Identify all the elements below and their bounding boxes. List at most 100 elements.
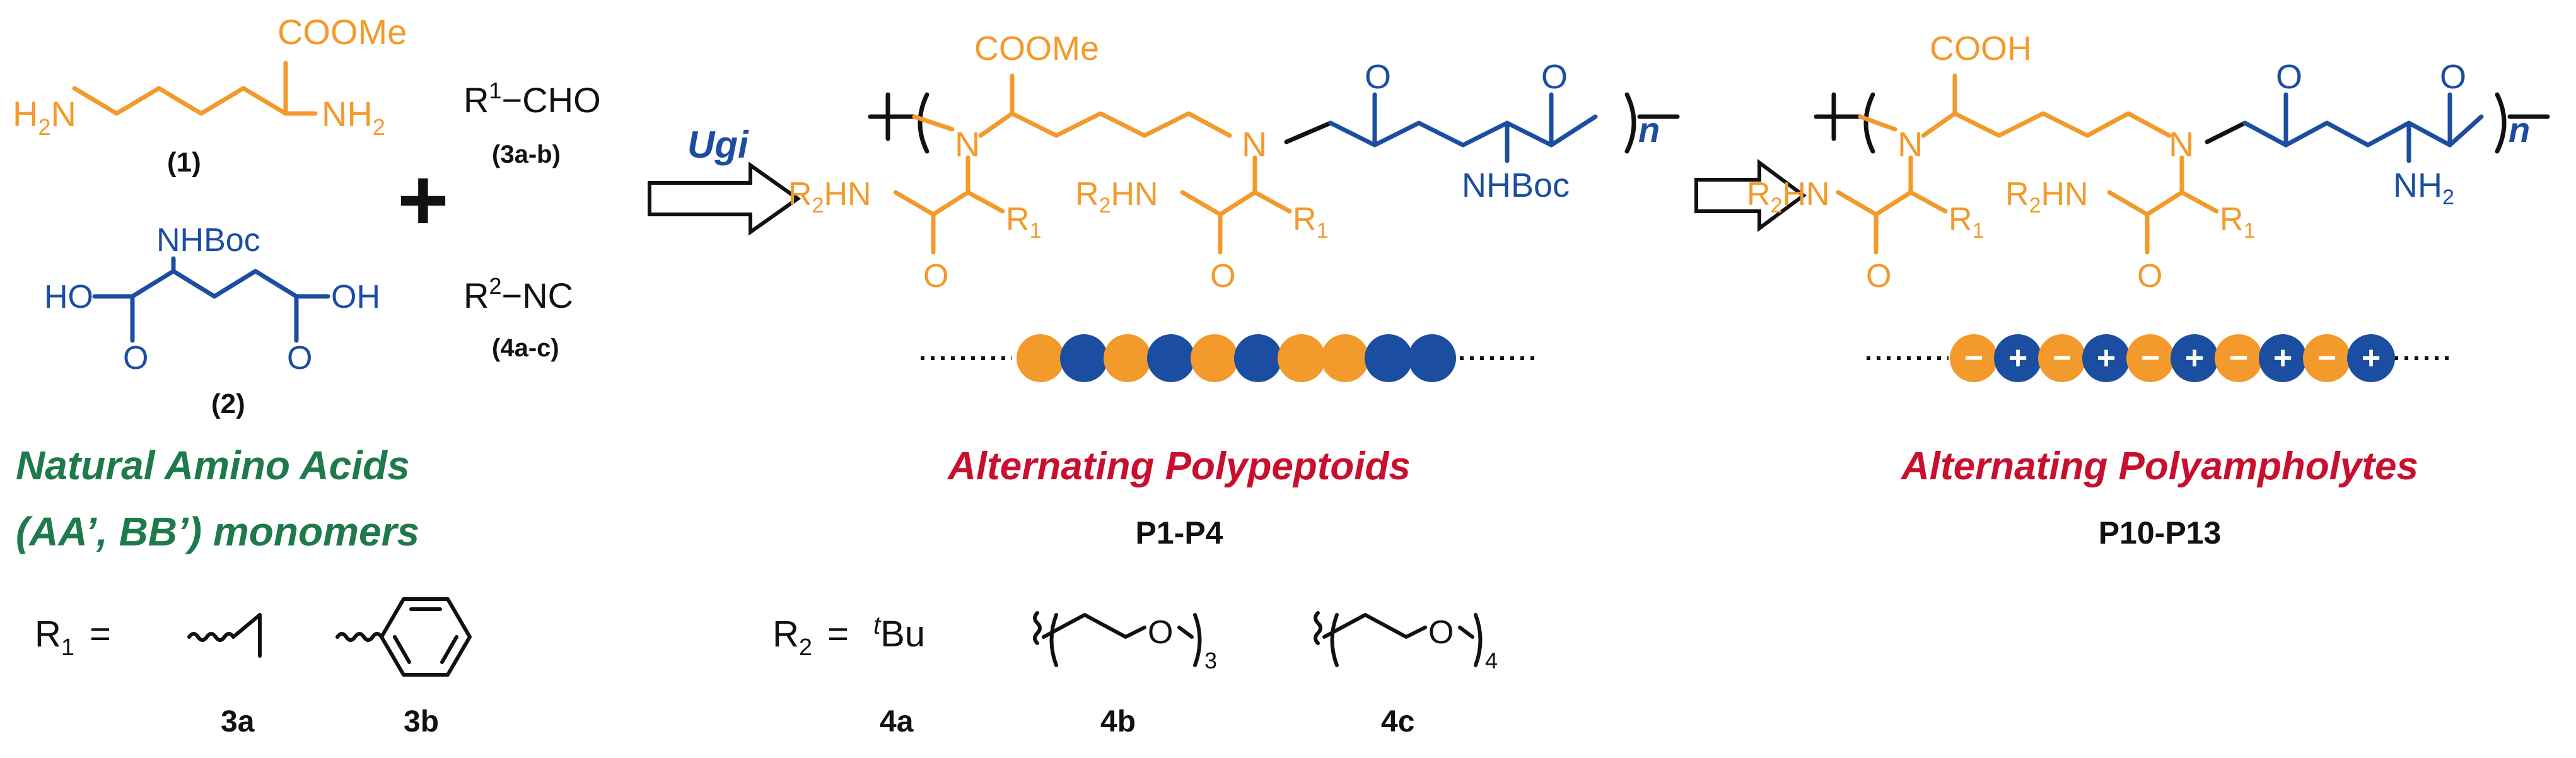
r1-3a-wavy-bond bbox=[187, 632, 235, 642]
r2-4b-o-bond bbox=[1177, 626, 1194, 639]
polymer-1-r1-a-bond bbox=[965, 190, 1005, 214]
polymer-1-o3: O bbox=[923, 258, 948, 294]
polymer-1-bracket-left bbox=[918, 92, 930, 154]
polymer-2-acid: COOH bbox=[1930, 30, 2032, 67]
r2-4c-repeat: 4 bbox=[1485, 648, 1498, 673]
bead-chain-1-beads bbox=[1017, 334, 1456, 382]
isocyanide-label: (4a-c) bbox=[492, 334, 559, 362]
chain-2-bead-charge: − bbox=[2053, 340, 2072, 376]
polymer-2-bracket-right bbox=[2495, 92, 2507, 154]
chain-1-bead-orange bbox=[1321, 334, 1369, 382]
isocyanide-formula: R2−NC bbox=[463, 273, 573, 315]
chain-1-bead-blue bbox=[1147, 334, 1195, 382]
monomer-1-right-amine: NH2 bbox=[322, 94, 385, 140]
polymer-2-o1: O bbox=[2276, 58, 2302, 96]
ugi-arrow bbox=[648, 161, 801, 236]
chain-2-bead-blue bbox=[2171, 334, 2218, 382]
polymer-2-r1-a: R1 bbox=[1949, 201, 1984, 243]
chain-2-bead-charge: + bbox=[2185, 340, 2204, 376]
chain-1-bead-orange bbox=[1278, 334, 1326, 382]
chain-2-bead-charge: + bbox=[2097, 340, 2116, 376]
polymer-1-bracket-right bbox=[1624, 92, 1636, 154]
polymer-1-amide-link bbox=[1284, 120, 1333, 144]
chain-1-bead-blue bbox=[1365, 334, 1413, 382]
polymer-2-r1-a-bond bbox=[1908, 190, 1948, 214]
polymer-1-ester: COOMe bbox=[974, 30, 1099, 67]
r1-3a-label: 3a bbox=[221, 705, 255, 738]
r2-4a-label: 4a bbox=[880, 705, 914, 738]
polymer-2-backbone-blue bbox=[2242, 114, 2484, 148]
monomer-1-label: (1) bbox=[167, 147, 201, 178]
polymer-1-r1-b-bond bbox=[1252, 190, 1292, 214]
chain-2-bead-charge: + bbox=[2362, 340, 2381, 376]
chain-2-bead-orange bbox=[1950, 334, 1998, 382]
chain-2-bead-charge: − bbox=[2317, 340, 2336, 376]
polymer-2-r2hn-b: R2HN bbox=[2005, 176, 2089, 218]
r2-4b-wavy-bond bbox=[1033, 611, 1042, 645]
polymer-1-backbone-orange bbox=[978, 111, 1232, 138]
polymer-2-side-b bbox=[2107, 190, 2184, 217]
ugi-label: Ugi bbox=[687, 124, 749, 166]
plus-sign: + bbox=[397, 150, 449, 249]
r2-4c-oxygen: O bbox=[1428, 614, 1454, 651]
polymer-1-r2hn-a: R2HN bbox=[788, 176, 871, 218]
r2-4c-peg bbox=[1314, 611, 1483, 667]
chain-2-bead-blue bbox=[2082, 334, 2130, 382]
r1-3b-label: 3b bbox=[404, 705, 439, 738]
chain-2-bead-charge: − bbox=[2141, 340, 2160, 376]
monomer-2-nhboc: NHBoc bbox=[156, 222, 260, 259]
aldehyde-label: (3a-b) bbox=[492, 141, 561, 168]
bead-chain-2-beads: −+−+−+−+−+ bbox=[1950, 334, 2395, 382]
r1-3b-wavy-bond bbox=[335, 632, 383, 642]
polymer-2-code: P10-P13 bbox=[2099, 515, 2222, 551]
polymer-1-nhboc: NHBoc bbox=[1462, 166, 1570, 204]
polymer-1-title: Alternating Polypeptoids bbox=[947, 445, 1411, 488]
monomer-2-bond-a bbox=[130, 269, 176, 299]
polymer-2-bond-1 bbox=[1858, 114, 1897, 132]
polymer-2-amide-link bbox=[2205, 120, 2247, 144]
bead-chain-1 bbox=[921, 334, 1536, 382]
polymer-2-o3: O bbox=[1866, 258, 1891, 294]
monomer-1-left-amine: H2N bbox=[13, 94, 76, 140]
bead-chain-2: −+−+−+−+−+ bbox=[1867, 334, 2453, 382]
chain-1-bead-orange bbox=[1191, 334, 1238, 382]
r1-3b-double-2 bbox=[440, 635, 458, 664]
monomer-1 bbox=[72, 61, 318, 116]
polymer-2-n-index: n bbox=[2509, 110, 2530, 149]
monomer-caption-line2: (AA’, BB’) monomers bbox=[16, 509, 419, 554]
r1-3a-isopropyl bbox=[187, 613, 262, 658]
polymer-2-title: Alternating Polyampholytes bbox=[1900, 445, 2418, 488]
polymer-2-o2: O bbox=[2440, 58, 2466, 96]
polymer-2-backbone-orange bbox=[1921, 111, 2172, 138]
deprotection-arrow bbox=[1694, 159, 1807, 232]
chain-2-bead-charge: + bbox=[2008, 340, 2027, 376]
polymer-1-code: P1-P4 bbox=[1136, 515, 1223, 551]
r2-4c-bracket-left bbox=[1330, 613, 1339, 667]
polymer-1-backbone-blue bbox=[1328, 114, 1598, 148]
polymer-1-r2hn-b: R2HN bbox=[1075, 176, 1158, 218]
polymer-2-r1-b: R1 bbox=[2220, 201, 2255, 243]
r2-4c-o-bond bbox=[1458, 626, 1474, 639]
r2-4c-wavy-bond bbox=[1314, 611, 1322, 645]
chain-2-bead-orange bbox=[2215, 334, 2263, 382]
chain-2-bead-blue bbox=[1994, 334, 2042, 382]
polymer-1-n2: N bbox=[1242, 124, 1267, 164]
polymer-1-bond-1 bbox=[912, 114, 955, 132]
polymer-2-o4: O bbox=[2137, 258, 2162, 294]
monomer-2-o-right: O bbox=[287, 340, 312, 376]
polymer-1 bbox=[868, 73, 1680, 255]
polymer-1-side-a bbox=[893, 190, 970, 217]
chain-1-bead-orange bbox=[1104, 334, 1151, 382]
r2-4b-peg bbox=[1033, 611, 1202, 667]
polymer-2-bracket-left bbox=[1863, 92, 1875, 154]
monomer-2-bond-c bbox=[212, 269, 258, 299]
monomer-2-ho: HO bbox=[44, 279, 93, 315]
monomer-2-bond-b bbox=[171, 269, 217, 299]
polymer-1-n-index: n bbox=[1638, 110, 1660, 149]
r2-4c-chain bbox=[1322, 613, 1427, 639]
r1-label: R1= bbox=[35, 614, 111, 661]
r2-label: R2= bbox=[772, 614, 849, 661]
chain-1-bead-blue bbox=[1408, 334, 1456, 382]
monomer-1-chain bbox=[72, 86, 288, 116]
